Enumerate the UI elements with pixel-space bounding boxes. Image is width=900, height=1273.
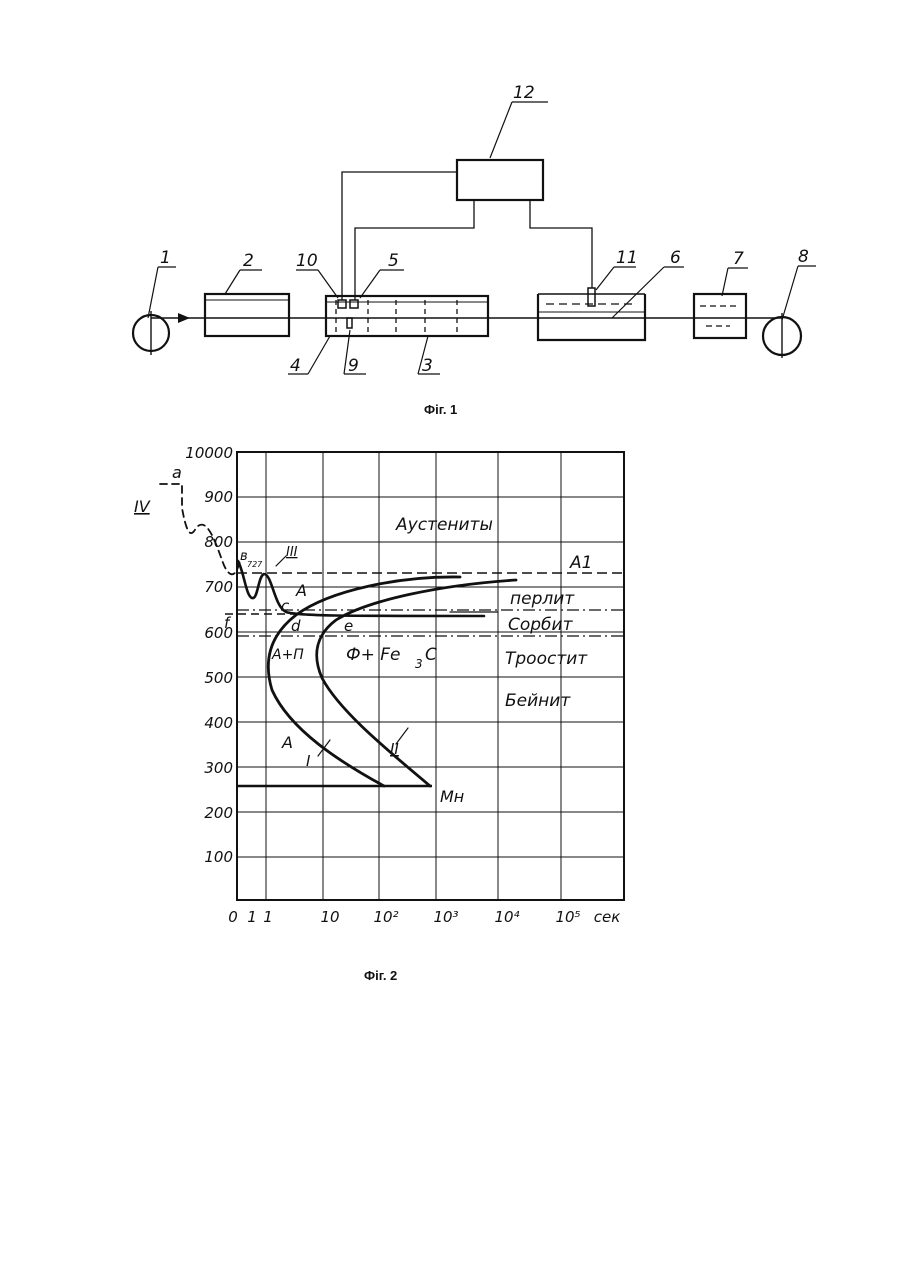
- zone-sorbite: Сорбит: [508, 615, 574, 635]
- label-8: 8: [798, 247, 809, 267]
- control-unit-12: [457, 160, 543, 200]
- feed-direction-arrow: [178, 313, 190, 323]
- label-leader-III: [276, 556, 286, 566]
- label-leader-12: [490, 102, 512, 158]
- label-leader-7: [722, 268, 728, 296]
- label-mn: Mн: [440, 787, 464, 806]
- y-tick-1000: 10000: [185, 444, 233, 462]
- y-tick-200: 200: [204, 804, 233, 822]
- label-a-plus-p: A+П: [271, 647, 304, 663]
- label-1: 1: [160, 248, 171, 268]
- label-11: 11: [616, 248, 638, 268]
- zone-troostite: Троостит: [505, 649, 588, 669]
- label-d: d: [291, 617, 301, 635]
- x-tick-1a: 1: [247, 908, 257, 926]
- label-curve-II: II: [390, 740, 399, 758]
- label-leader-I: [318, 740, 330, 756]
- wire-12-to-5: [355, 200, 474, 300]
- label-c: c: [281, 597, 290, 615]
- label-leader-4: [308, 336, 330, 374]
- label-12: 12: [513, 83, 535, 103]
- label-leader-1: [148, 267, 158, 318]
- y-tick-800: 800: [204, 533, 233, 551]
- label-e: e: [344, 617, 353, 635]
- label-curve-I: I: [306, 752, 311, 770]
- label-6: 6: [670, 248, 681, 268]
- label-9: 9: [348, 356, 359, 376]
- label-a: a: [172, 463, 182, 482]
- y-tick-400: 400: [204, 714, 233, 732]
- label-3: 3: [422, 356, 433, 376]
- label-leader-2: [225, 270, 240, 294]
- y-tick-100: 100: [204, 848, 233, 866]
- wire-12-to-10: [342, 172, 457, 300]
- y-tick-300: 300: [204, 759, 233, 777]
- label-7: 7: [733, 249, 744, 269]
- label-phase-c: C: [425, 645, 437, 665]
- y-tick-900: 900: [204, 488, 233, 506]
- label-A-upper: A: [295, 581, 307, 600]
- x-axis-unit: сек: [594, 908, 621, 926]
- label-4: 4: [290, 356, 301, 376]
- label-2: 2: [243, 251, 254, 271]
- fig2-caption: Фіг. 2: [364, 968, 397, 983]
- label-leader-8: [782, 266, 798, 320]
- label-A-lower: A: [281, 733, 293, 752]
- x-tick-10-3: 10³: [433, 908, 458, 926]
- x-tick-0: 0: [228, 908, 238, 926]
- label-a1: A1: [569, 553, 592, 573]
- curve-II-transformation-finish: [317, 580, 516, 786]
- x-tick-10-4: 10⁴: [494, 908, 519, 926]
- label-5: 5: [388, 251, 399, 271]
- sensor-5: [350, 300, 358, 308]
- sensor-11: [588, 288, 595, 306]
- sensor-10: [338, 300, 346, 308]
- tank-7: [694, 294, 746, 338]
- label-phase-sub3: 3: [415, 657, 423, 671]
- y-tick-500: 500: [204, 669, 233, 687]
- label-leader-11: [596, 267, 614, 290]
- wire-12-to-11: [530, 200, 592, 288]
- fig1-caption: Фіг. 1: [424, 402, 457, 417]
- label-iii: III: [286, 545, 298, 560]
- zone-pearlite: перлит: [510, 589, 575, 609]
- label-leader-6: [612, 267, 664, 318]
- zone-bainite: Бейнит: [505, 691, 571, 711]
- x-tick-1b: 1: [263, 908, 273, 926]
- y-tick-700: 700: [204, 578, 233, 596]
- sensor-9: [347, 318, 352, 328]
- x-tick-10: 10: [320, 908, 339, 926]
- label-leader-5: [360, 270, 380, 298]
- x-tick-10-2: 10²: [373, 908, 398, 926]
- label-727: 727: [247, 560, 263, 569]
- label-10: 10: [296, 251, 318, 271]
- zone-austenite: Аустениты: [395, 515, 493, 535]
- label-iv: IV: [134, 497, 151, 516]
- x-tick-10-5: 10⁵: [555, 908, 580, 926]
- label-phase-mix: Ф+ Fe: [346, 645, 401, 665]
- label-leader-10: [318, 270, 338, 298]
- fig2-ttt-diagram: 10000 900 800 700 600 500 400 300 200 10…: [134, 444, 624, 926]
